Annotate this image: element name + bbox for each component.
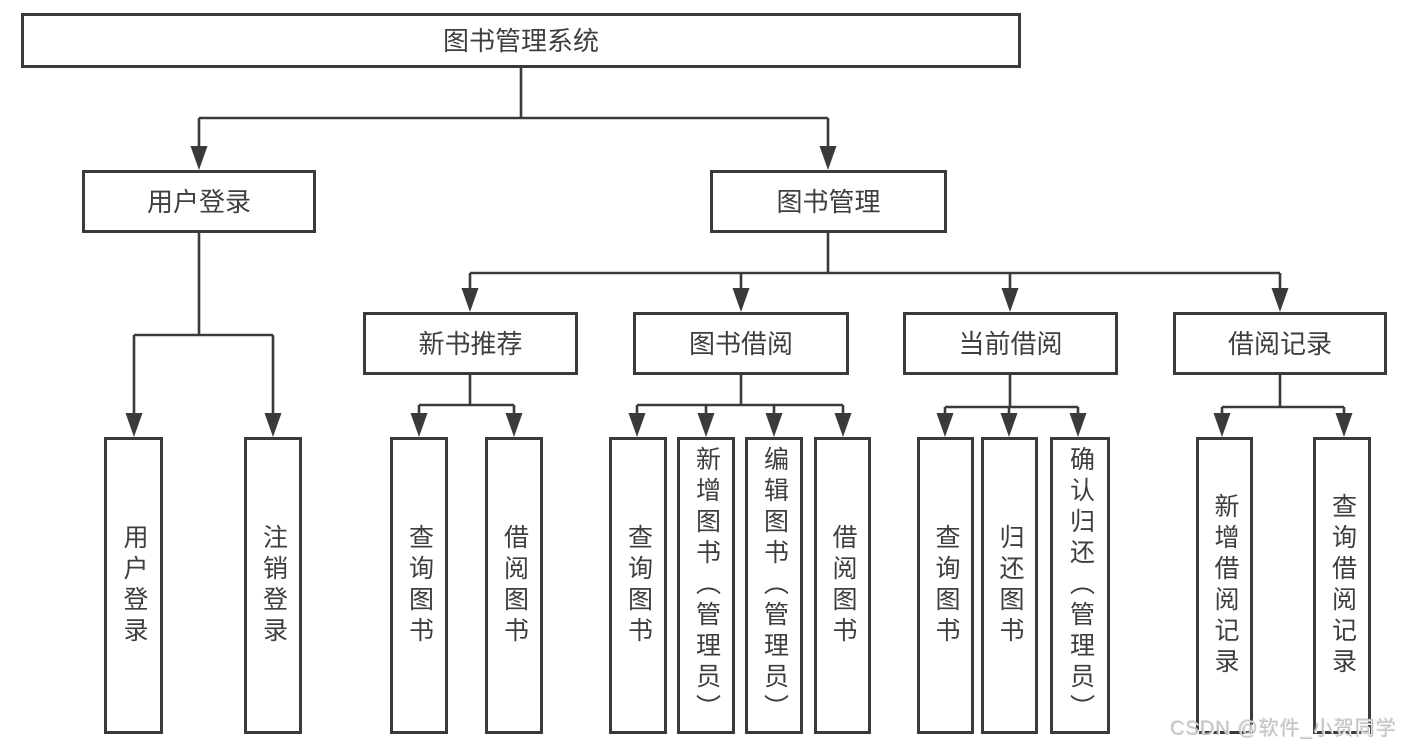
node-label: 用户登录 <box>120 523 148 648</box>
connector-arrowheads <box>125 146 1353 437</box>
node-label: 确认归还（管理员） <box>1066 446 1095 725</box>
node-label: 新书推荐 <box>418 328 523 359</box>
node-label: 借阅记录 <box>1227 328 1332 359</box>
leaf-logout-login: 注销登录 <box>244 437 302 734</box>
leaf-query-books-recommend: 查询图书 <box>390 437 448 734</box>
node-root-system: 图书管理系统 <box>21 13 1021 68</box>
node-label: 新增图书（管理员） <box>692 446 721 725</box>
leaf-return-book: 归还图书 <box>981 437 1038 734</box>
node-label: 注销登录 <box>259 523 288 648</box>
node-label: 借阅图书 <box>829 523 857 648</box>
node-label: 图书管理 <box>776 186 881 217</box>
leaf-borrow-books-recommend: 借阅图书 <box>485 437 543 734</box>
node-label: 新增借阅记录 <box>1211 492 1239 679</box>
node-label: 查询图书 <box>932 523 960 648</box>
node-book-borrow: 图书借阅 <box>633 312 849 375</box>
leaf-query-borrow-record: 查询借阅记录 <box>1313 437 1371 734</box>
node-label: 查询图书 <box>405 523 434 648</box>
leaf-query-books-current: 查询图书 <box>917 437 974 734</box>
leaf-add-borrow-record: 新增借阅记录 <box>1196 437 1253 734</box>
leaf-edit-book-admin: 编辑图书（管理员） <box>745 437 803 734</box>
leaf-confirm-return-admin: 确认归还（管理员） <box>1050 437 1110 734</box>
node-label: 用户登录 <box>146 186 251 217</box>
node-label: 查询借阅记录 <box>1328 492 1357 679</box>
node-book-management: 图书管理 <box>710 170 947 233</box>
node-user-login: 用户登录 <box>82 170 316 233</box>
leaf-query-books-borrow: 查询图书 <box>609 437 667 734</box>
leaf-add-book-admin: 新增图书（管理员） <box>677 437 735 734</box>
connector-paths <box>132 68 1346 415</box>
node-label: 当前借阅 <box>958 328 1063 359</box>
node-label: 编辑图书（管理员） <box>760 446 789 725</box>
node-label: 归还图书 <box>996 523 1024 648</box>
node-new-book-recommend: 新书推荐 <box>363 312 578 375</box>
node-label: 查询图书 <box>624 523 653 648</box>
leaf-borrow-books: 借阅图书 <box>814 437 871 734</box>
node-label: 图书借阅 <box>688 328 793 359</box>
csdn-watermark: CSDN @软件_小贺同学 <box>1170 718 1397 740</box>
leaf-user-login: 用户登录 <box>104 437 163 734</box>
node-current-borrow: 当前借阅 <box>903 312 1118 375</box>
node-label: 图书管理系统 <box>442 25 599 56</box>
node-label: 借阅图书 <box>500 523 529 648</box>
node-borrow-records: 借阅记录 <box>1173 312 1387 375</box>
